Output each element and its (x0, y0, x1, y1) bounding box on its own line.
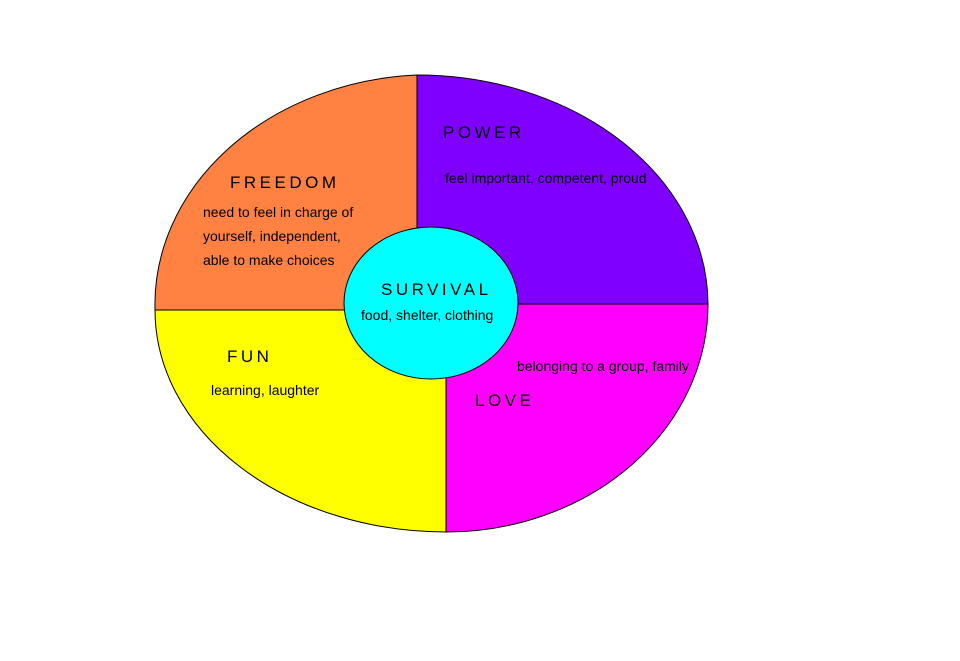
survival-body: food, shelter, clothing (361, 307, 493, 323)
power-line-1: feel important, competent, proud (445, 170, 647, 186)
freedom-line-2: yourself, independent, (203, 228, 341, 244)
love-line-1: belonging to a group, family (517, 358, 689, 374)
survival-title: SURVIVAL (381, 280, 492, 299)
freedom-line-3: able to make choices (203, 252, 335, 268)
survival-circle (343, 226, 519, 380)
fun-line-1: learning, laughter (211, 382, 320, 398)
fun-title: FUN (227, 347, 272, 366)
love-title: LOVE (475, 391, 534, 410)
love-quadrant (445, 303, 709, 533)
fun-quadrant (154, 309, 447, 533)
freedom-title: FREEDOM (230, 173, 340, 192)
power-title: POWER (443, 123, 525, 142)
freedom-line-1: need to feel in charge of (203, 204, 353, 220)
freedom-quadrant (154, 74, 418, 311)
